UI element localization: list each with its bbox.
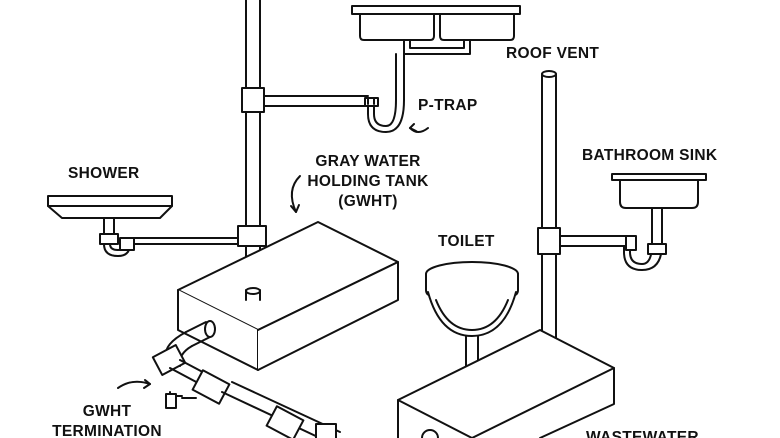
label-gwht-term-line2: TERMINATION	[52, 423, 162, 438]
label-gwht-line3: (GWHT)	[338, 193, 398, 210]
label-gwht-line1: GRAY WATER	[315, 153, 421, 170]
gwht-tank	[177, 175, 399, 371]
double-sink	[351, 5, 521, 101]
bathroom-sink	[611, 173, 707, 271]
label-gwht-termination: GWHT TERMINATION	[44, 402, 170, 438]
label-shower: SHOWER	[68, 165, 140, 182]
label-gwht-term-line1: GWHT	[82, 403, 132, 420]
label-gwht: GRAY WATER HOLDING TANK (GWHT)	[300, 152, 436, 212]
label-roof-vent: ROOF VENT	[506, 45, 600, 62]
label-gwht-line2: HOLDING TANK	[307, 173, 429, 190]
gwht-drain-pipe	[117, 320, 341, 438]
toilet	[425, 261, 519, 377]
label-wastewater: WASTEWATER	[586, 429, 699, 438]
roof-vent-stack	[537, 70, 629, 367]
wastewater-tank	[397, 329, 615, 438]
shower-pan	[47, 195, 239, 257]
label-toilet: TOILET	[438, 233, 495, 250]
p-trap	[364, 97, 429, 133]
label-bathroom-sink: BATHROOM SINK	[582, 147, 718, 164]
label-p-trap: P-TRAP	[418, 97, 478, 114]
